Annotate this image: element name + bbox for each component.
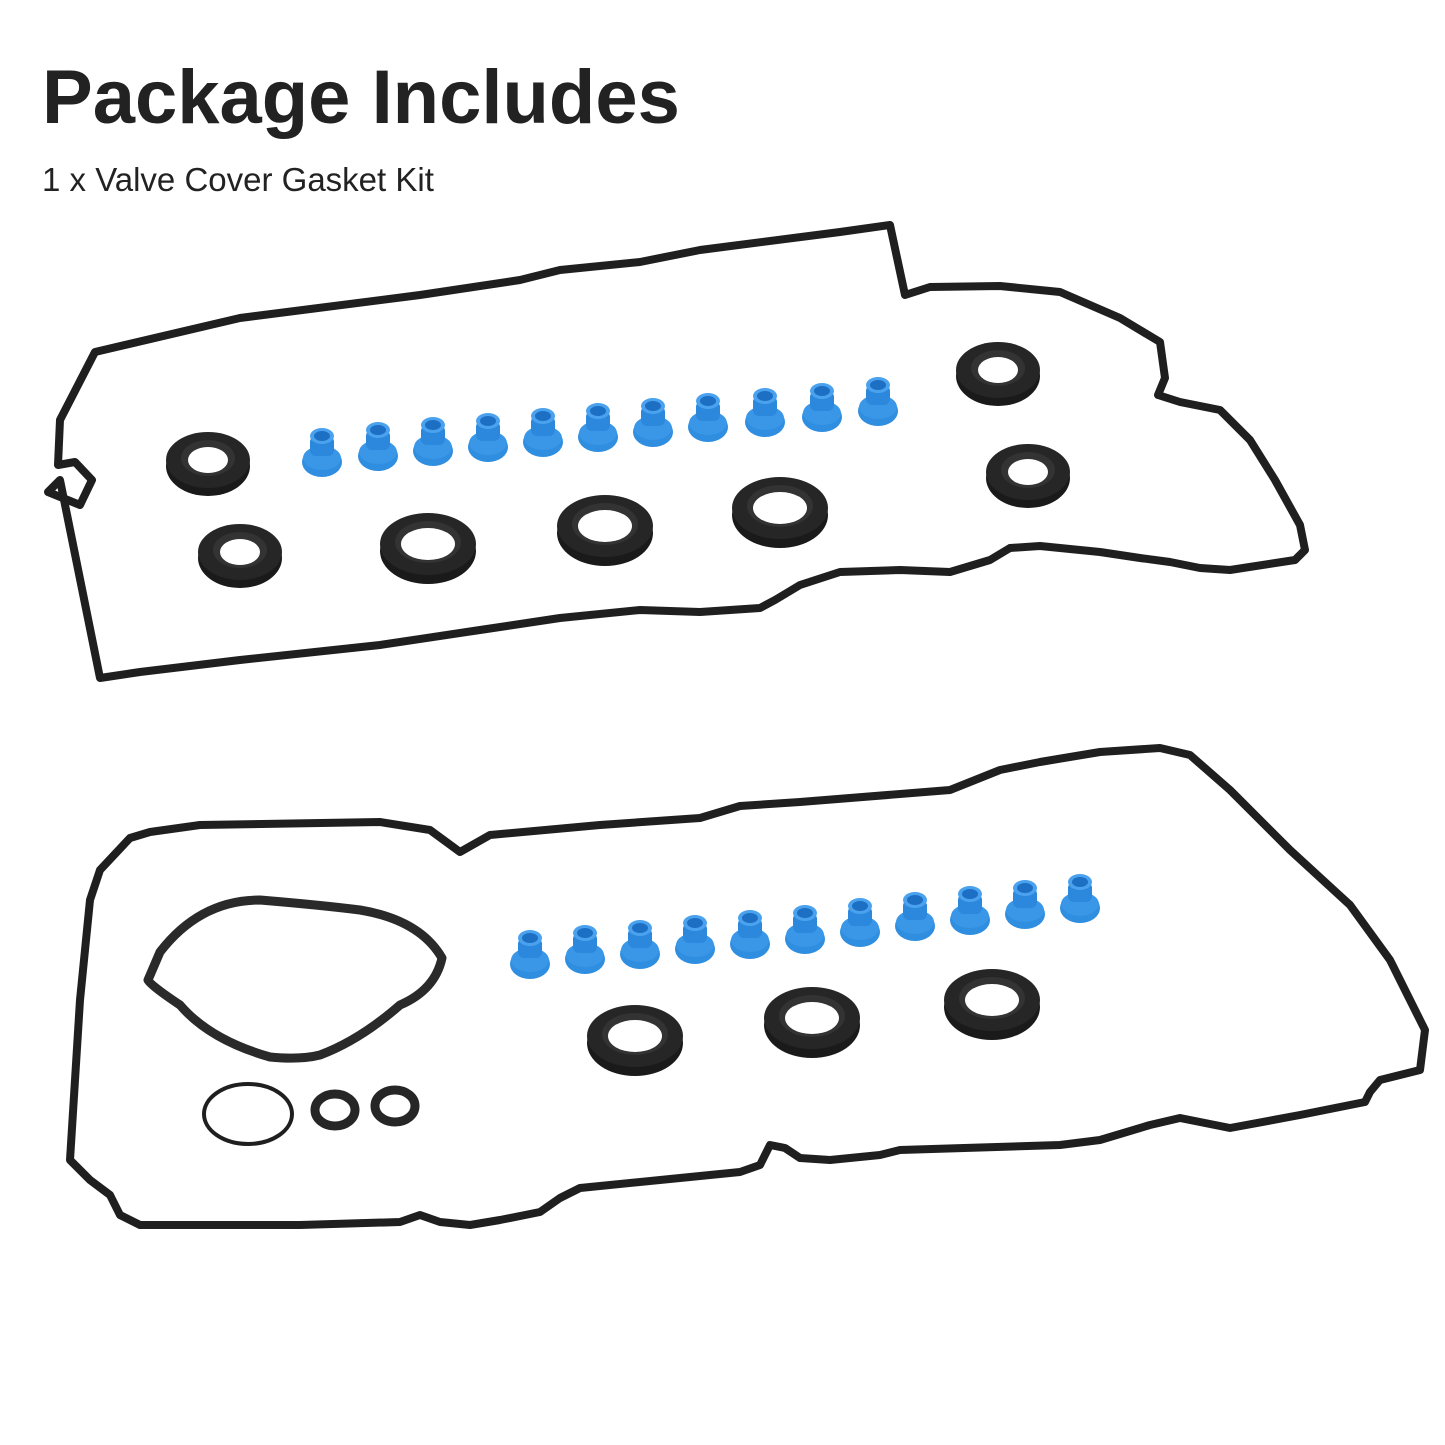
lower-valve-cover-gasket (66, 744, 1429, 1229)
page-title: Package Includes (42, 55, 680, 140)
lower-seals (587, 969, 1040, 1076)
package-contents-text: 1 x Valve Cover Gasket Kit (42, 161, 434, 198)
lower-grommets (510, 874, 1100, 979)
upper-grommets (302, 377, 898, 477)
diamond-gasket (143, 895, 447, 1063)
upper-seals (166, 342, 1070, 588)
o-ring (202, 1082, 294, 1146)
upper-valve-cover-gasket (44, 221, 1309, 682)
small-seal-rings (310, 1085, 420, 1131)
